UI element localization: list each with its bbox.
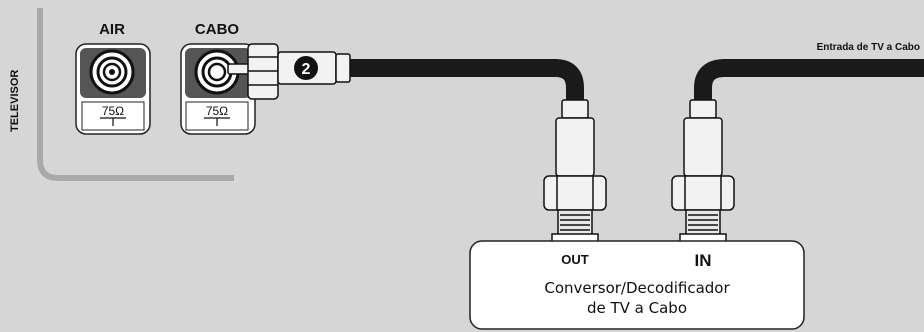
cable-input-label: Entrada de TV a Cabo	[817, 42, 920, 53]
tv-panel-outline	[37, 8, 234, 181]
air-jack-impedance: 75Ω	[102, 104, 124, 118]
converter-out-label: OUT	[561, 252, 589, 267]
step-marker-number: 2	[302, 61, 311, 78]
converter-in-label: IN	[695, 251, 712, 270]
cabo-jack-label: CABO	[195, 21, 239, 38]
air-jack: AIR 75Ω	[75, 21, 151, 135]
antenna-symbol-icon	[100, 117, 126, 126]
tv-side-label: TELEVISOR	[9, 70, 21, 132]
converter-title-line1: Conversor/Decodificador	[544, 279, 730, 297]
in-f-connector	[671, 99, 735, 243]
converter-title-line2: de TV a Cabo	[587, 299, 687, 317]
cable-input-line	[694, 59, 924, 105]
antenna-symbol-icon	[204, 117, 230, 126]
cabo-jack: CABO 75Ω	[180, 21, 256, 135]
air-jack-label: AIR	[99, 21, 125, 38]
step-marker-icon	[294, 56, 318, 80]
cabo-jack-impedance: 75Ω	[206, 104, 228, 118]
out-f-connector	[543, 99, 607, 243]
cable-tv-to-converter	[340, 59, 584, 105]
converter-box	[469, 240, 805, 330]
